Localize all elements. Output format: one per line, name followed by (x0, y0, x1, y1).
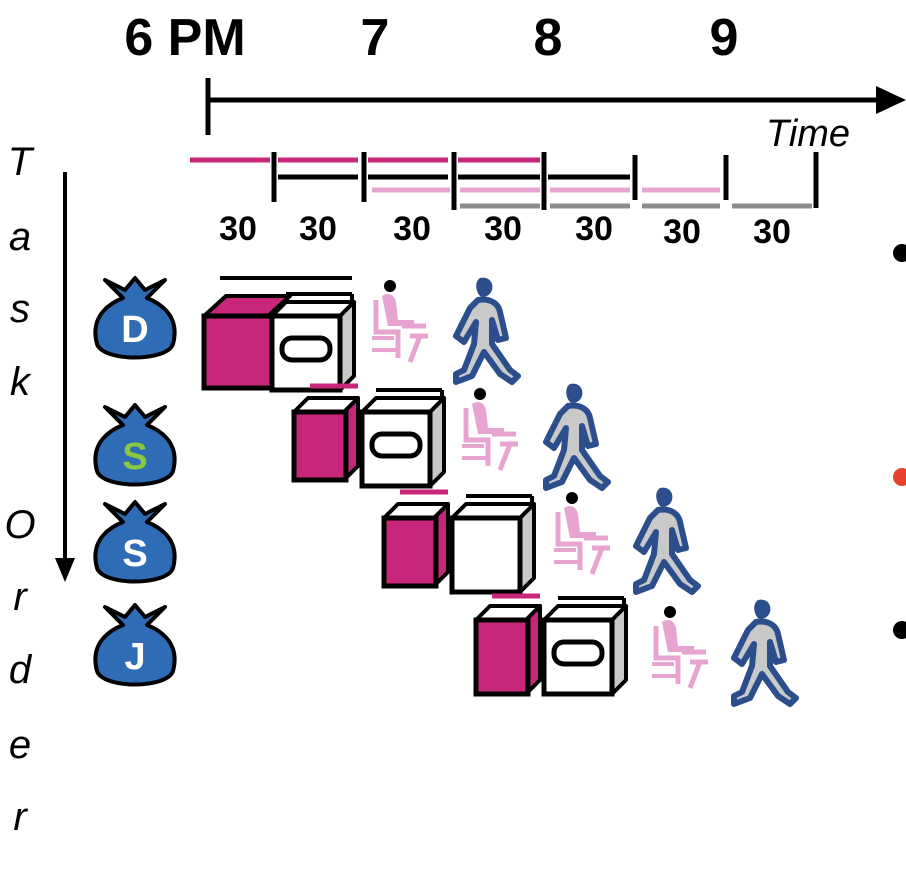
task-order-letter: r (13, 795, 28, 839)
folding-person-icon (554, 492, 610, 574)
laundry-bag-icon: S (93, 403, 177, 487)
dryer-icon (272, 294, 354, 390)
walking-person-icon (636, 488, 698, 592)
duration-label: 30 (393, 210, 431, 248)
laundry-bag-icon: J (93, 603, 177, 687)
time-axis-label: Time (766, 113, 850, 155)
task-order-letter: O (4, 503, 35, 547)
task-label: D (121, 309, 148, 351)
dryer-icon (362, 390, 444, 486)
task-order-letter: k (10, 360, 32, 404)
stage-timing-bars (190, 152, 819, 210)
duration-label: 30 (219, 210, 257, 248)
hour-label-9: 9 (710, 9, 739, 67)
hour-label-7: 7 (361, 9, 390, 67)
task-order-letter: s (10, 287, 30, 331)
washer-icon (473, 593, 542, 697)
walking-person-icon (546, 384, 608, 488)
task-order-letter: a (9, 215, 31, 259)
duration-label: 30 (575, 210, 613, 248)
folding-person-icon (372, 280, 428, 362)
walking-person-icon (734, 600, 796, 704)
task-row-j: J (93, 593, 796, 704)
task-order-letter: r (13, 575, 28, 619)
washer-icon (381, 489, 450, 589)
task-row-d: D (93, 276, 518, 391)
duration-label: 30 (753, 213, 791, 251)
task-order-letter: T (8, 140, 35, 184)
laundry-bag-icon: S (93, 500, 177, 584)
duration-label: 30 (299, 210, 337, 248)
task-label: S (122, 436, 147, 478)
hour-label-8: 8 (534, 9, 563, 67)
task-label: S (122, 533, 147, 575)
bullet-mark (893, 621, 906, 639)
task-label: J (124, 636, 145, 678)
dryer-icon (544, 598, 626, 694)
laundry-bag-icon: D (93, 276, 177, 360)
hour-label-6pm: 6 PM (124, 9, 245, 67)
washer-icon (291, 383, 360, 483)
dryer-icon (452, 496, 534, 592)
washer-icon (201, 276, 352, 391)
walking-person-icon (456, 278, 518, 382)
bullet-mark (893, 244, 906, 262)
task-row-s1: S (93, 383, 608, 488)
folding-person-icon (462, 388, 518, 470)
duration-label: 30 (484, 210, 522, 248)
folding-person-icon (652, 606, 708, 688)
task-order-letter: d (9, 648, 33, 692)
bullet-mark (893, 468, 906, 486)
time-axis-arrow (205, 78, 906, 135)
task-order-letter: e (9, 723, 31, 767)
task-row-s2: S (93, 488, 698, 592)
duration-label: 30 (663, 213, 701, 251)
task-order-arrow (55, 172, 75, 582)
